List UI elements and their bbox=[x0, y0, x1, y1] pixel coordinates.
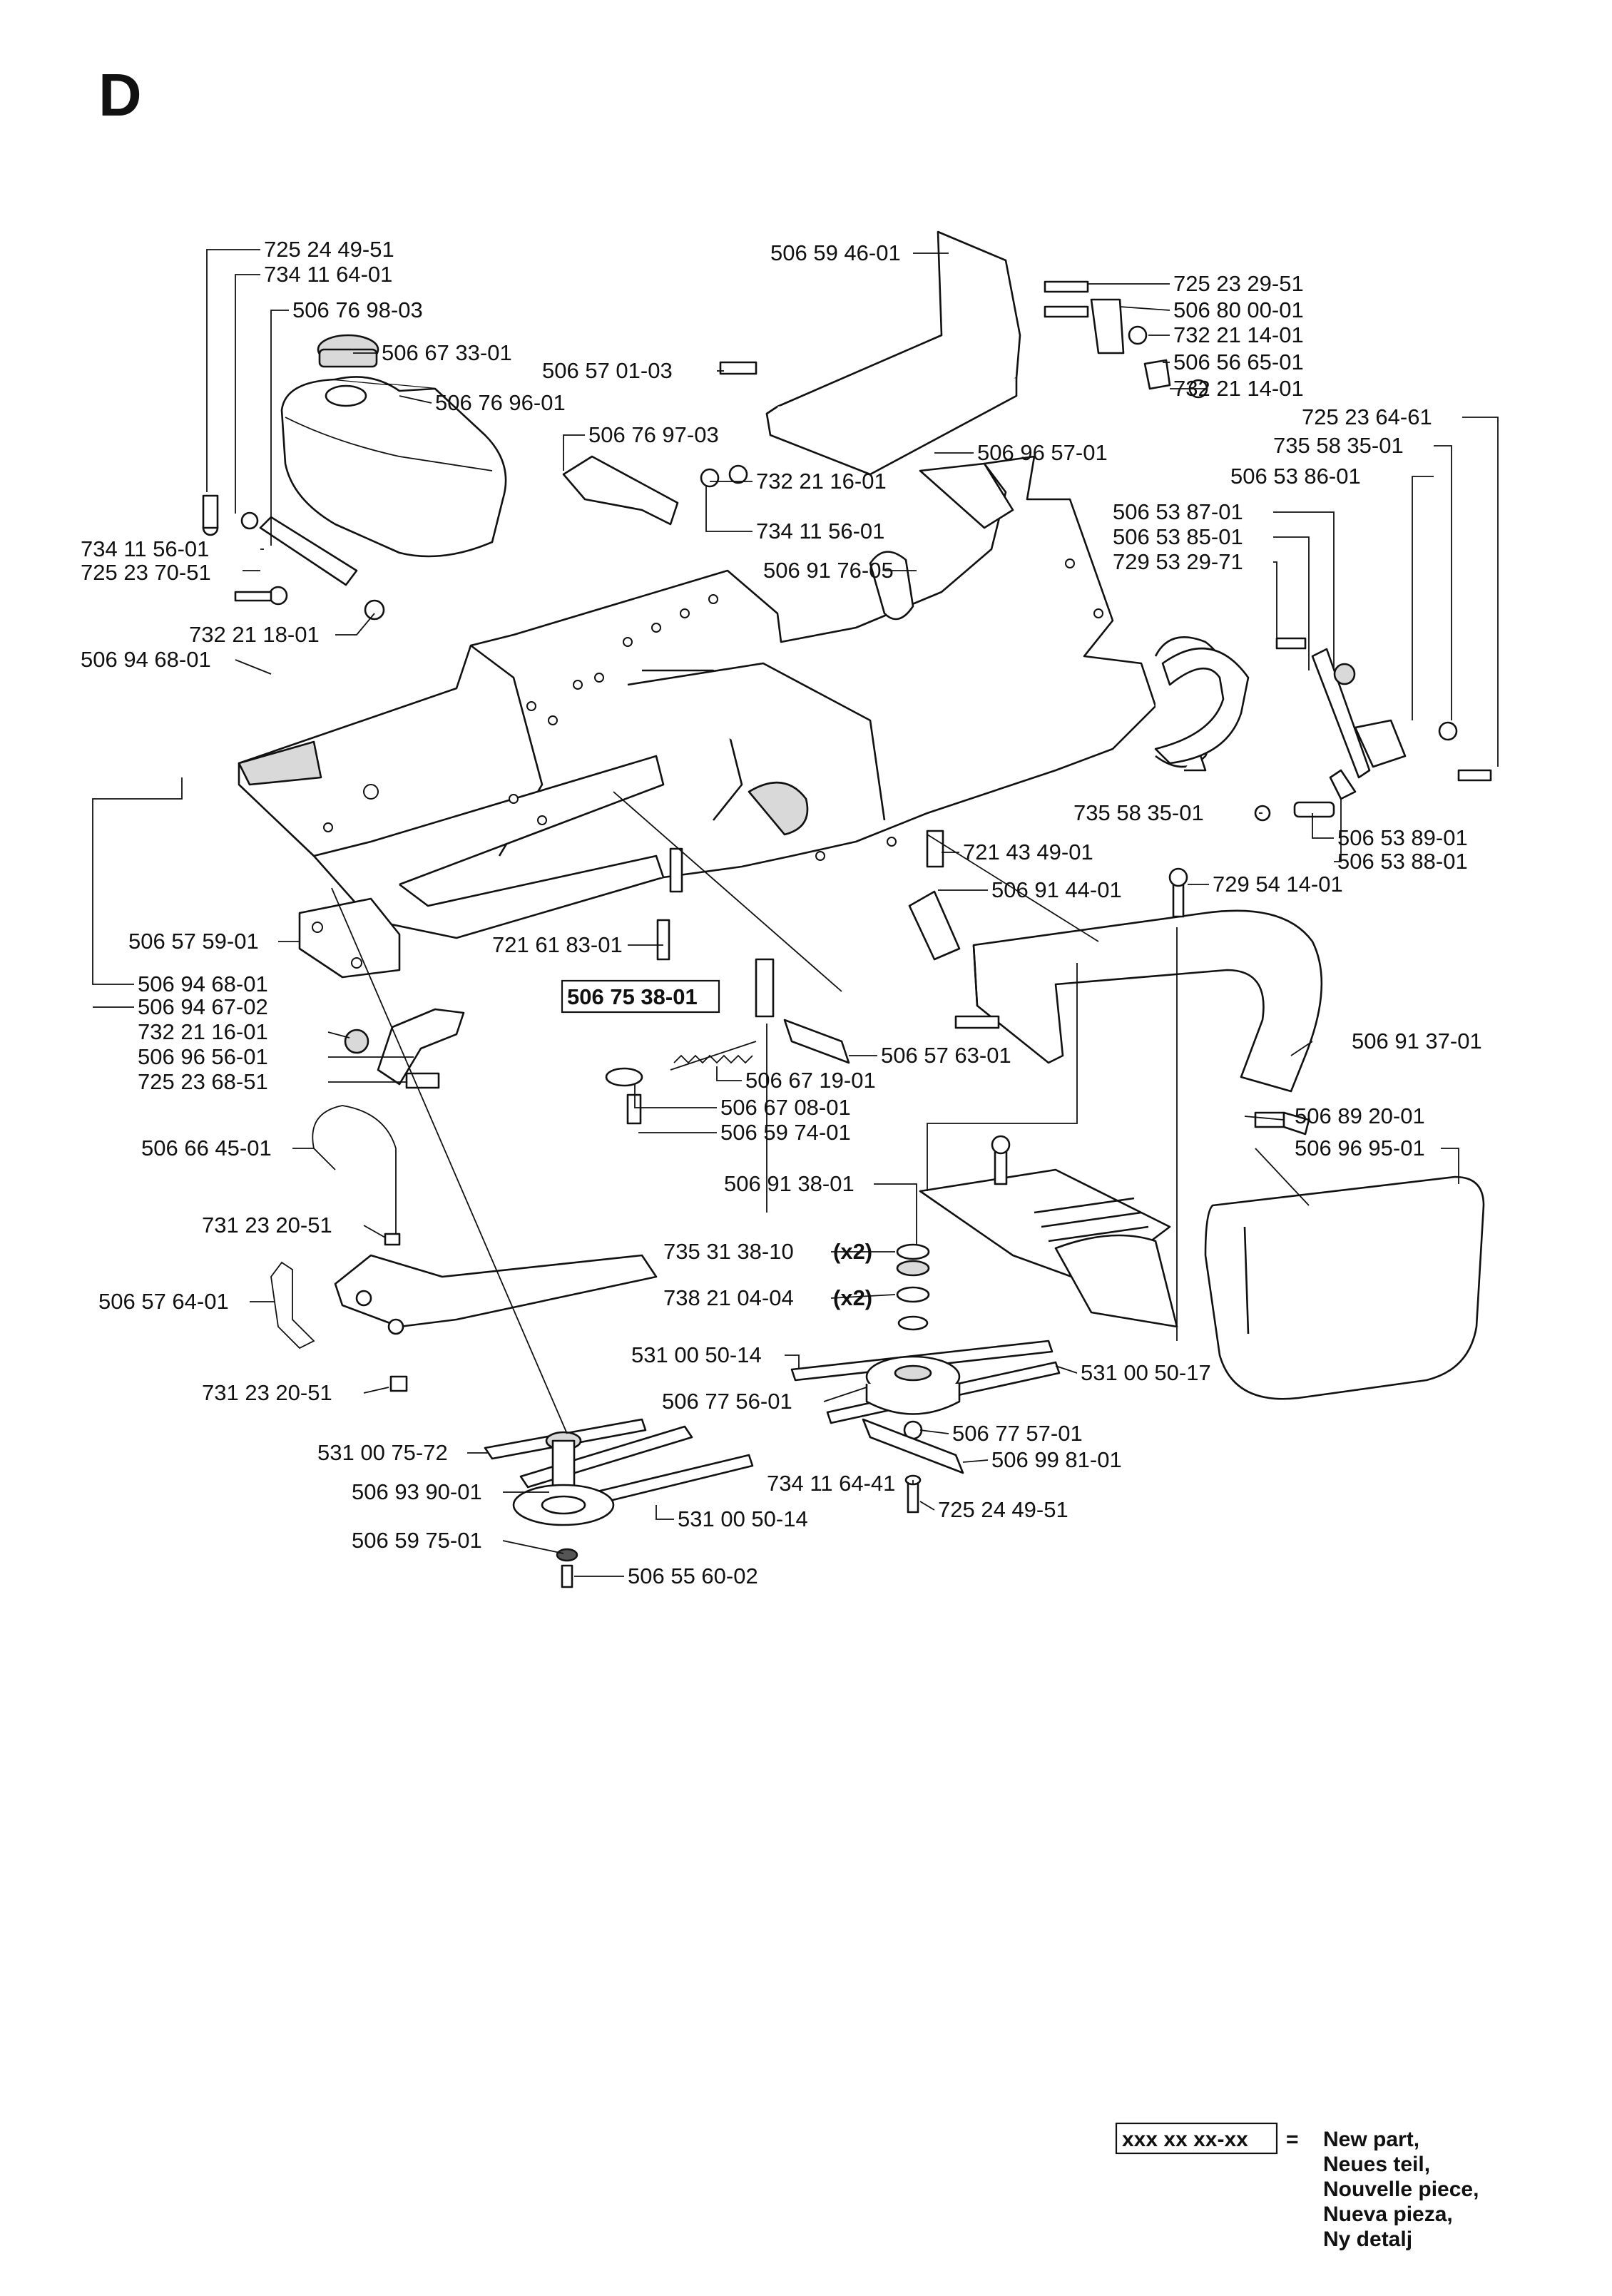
callout: 735 31 38-10 bbox=[663, 1239, 794, 1264]
callout: 734 11 64-01 bbox=[264, 262, 392, 287]
tank-strap bbox=[259, 516, 358, 586]
callout: 506 53 87-01 bbox=[1113, 499, 1243, 524]
leader-lines bbox=[92, 249, 1499, 1577]
tank-filler-neck bbox=[325, 384, 367, 407]
callout: 725 23 64-61 bbox=[1302, 404, 1432, 429]
legend: xxx xx xx-xx = New part, Neues teil, Nou… bbox=[1115, 2122, 1479, 2251]
side-cover bbox=[1204, 1175, 1485, 1400]
callout: 506 53 86-01 bbox=[1230, 464, 1361, 489]
quantity-marker: (x2) bbox=[833, 1239, 872, 1264]
callout: 506 76 96-01 bbox=[435, 390, 566, 415]
callout: 734 11 56-01 bbox=[756, 519, 884, 544]
callout: 506 55 60-02 bbox=[628, 1563, 758, 1588]
quantity-marker: (x2) bbox=[833, 1285, 872, 1310]
sheet-letter: D bbox=[98, 61, 142, 128]
callout: 506 67 08-01 bbox=[720, 1095, 851, 1120]
callout: 506 59 46-01 bbox=[770, 240, 901, 265]
callout: 735 58 35-01 bbox=[1073, 800, 1204, 825]
callout: 721 43 49-01 bbox=[963, 840, 1093, 864]
callout: 506 56 65-01 bbox=[1173, 349, 1304, 374]
callout: 734 11 64-41 bbox=[767, 1471, 895, 1496]
callout: 506 57 63-01 bbox=[881, 1043, 1011, 1068]
legend-line: Nouvelle piece, bbox=[1323, 2178, 1479, 2201]
callout: 506 91 44-01 bbox=[991, 877, 1122, 902]
callout: 506 93 90-01 bbox=[352, 1479, 482, 1504]
callout: 506 53 89-01 bbox=[1337, 825, 1468, 850]
callout: 731 23 20-51 bbox=[202, 1213, 332, 1238]
callout: 725 23 68-51 bbox=[138, 1069, 268, 1094]
callout: 506 77 56-01 bbox=[662, 1389, 792, 1414]
legend-line: Ny detalj bbox=[1323, 2228, 1412, 2251]
callout: 738 21 04-04 bbox=[663, 1285, 794, 1310]
callout: 506 96 95-01 bbox=[1295, 1136, 1425, 1160]
handle-bar bbox=[1154, 647, 1250, 765]
callout: 734 11 56-01 bbox=[81, 536, 209, 561]
idler-bracket bbox=[377, 1008, 465, 1086]
callout: 531 00 75-72 bbox=[317, 1440, 448, 1465]
callout: 506 94 68-01 bbox=[138, 971, 268, 996]
callout: 725 23 70-51 bbox=[81, 560, 211, 585]
part-drawings bbox=[202, 230, 1492, 1588]
new-part-box bbox=[561, 979, 720, 1014]
callout: 506 91 76-05 bbox=[763, 558, 894, 583]
legend-code-box bbox=[1115, 2122, 1278, 2155]
callout: 506 76 97-03 bbox=[588, 422, 719, 447]
callout: 721 61 83-01 bbox=[492, 932, 623, 957]
callout: 506 94 67-02 bbox=[138, 994, 268, 1019]
legend-line: Neues teil, bbox=[1323, 2153, 1430, 2176]
legend-equals: = bbox=[1286, 2128, 1299, 2151]
callout: 732 21 18-01 bbox=[189, 622, 320, 647]
callout: 506 80 00-01 bbox=[1173, 297, 1304, 322]
callout: 506 99 81-01 bbox=[991, 1447, 1122, 1472]
callout: 506 53 88-01 bbox=[1337, 849, 1468, 874]
callout: 506 57 64-01 bbox=[98, 1289, 229, 1314]
callout: 506 59 75-01 bbox=[352, 1528, 482, 1553]
callout-labels: 725 24 49-51 734 11 64-01 506 76 98-03 5… bbox=[81, 237, 1482, 1588]
callout: 506 66 45-01 bbox=[141, 1136, 272, 1160]
callout: 732 21 14-01 bbox=[1173, 322, 1304, 347]
callout: 506 57 01-03 bbox=[542, 358, 673, 383]
callout: 725 24 49-51 bbox=[264, 237, 394, 262]
tank-bracket bbox=[562, 455, 679, 526]
callout: 506 77 57-01 bbox=[952, 1421, 1083, 1446]
callout: 531 00 50-14 bbox=[678, 1506, 808, 1531]
callout: 506 94 68-01 bbox=[81, 647, 211, 672]
callout: 506 96 57-01 bbox=[977, 440, 1108, 465]
callout: 531 00 50-17 bbox=[1081, 1360, 1211, 1385]
callout: 506 96 56-01 bbox=[138, 1044, 268, 1069]
callout: 732 21 16-01 bbox=[756, 469, 887, 494]
callout: 729 54 14-01 bbox=[1213, 872, 1343, 897]
new-part-callout: 506 75 38-01 bbox=[567, 984, 698, 1009]
callout: 506 91 37-01 bbox=[1352, 1029, 1482, 1053]
callout: 506 76 98-03 bbox=[292, 297, 423, 322]
callout: 506 67 19-01 bbox=[745, 1068, 876, 1093]
callout: 506 91 38-01 bbox=[724, 1171, 855, 1196]
callout: 725 24 49-51 bbox=[938, 1497, 1068, 1522]
callout: 506 67 33-01 bbox=[382, 340, 512, 365]
legend-line: Nueva pieza, bbox=[1323, 2203, 1453, 2226]
legend-code: xxx xx xx-xx bbox=[1122, 2128, 1248, 2151]
callout: 732 21 14-01 bbox=[1173, 376, 1304, 401]
callout: 732 21 16-01 bbox=[138, 1019, 268, 1044]
callout: 725 23 29-51 bbox=[1173, 271, 1304, 296]
fuel-tank bbox=[280, 378, 507, 558]
callout: 731 23 20-51 bbox=[202, 1380, 332, 1405]
callout: 506 89 20-01 bbox=[1295, 1103, 1425, 1128]
legend-line: New part, bbox=[1323, 2128, 1419, 2151]
callout: 506 59 74-01 bbox=[720, 1120, 851, 1145]
callout: 735 58 35-01 bbox=[1273, 433, 1404, 458]
callout: 729 53 29-71 bbox=[1113, 549, 1243, 574]
callout: 506 53 85-01 bbox=[1113, 524, 1243, 549]
callout: 506 57 59-01 bbox=[128, 929, 259, 954]
callout: 531 00 50-14 bbox=[631, 1342, 762, 1367]
belt-guard-cover bbox=[972, 909, 1323, 1093]
